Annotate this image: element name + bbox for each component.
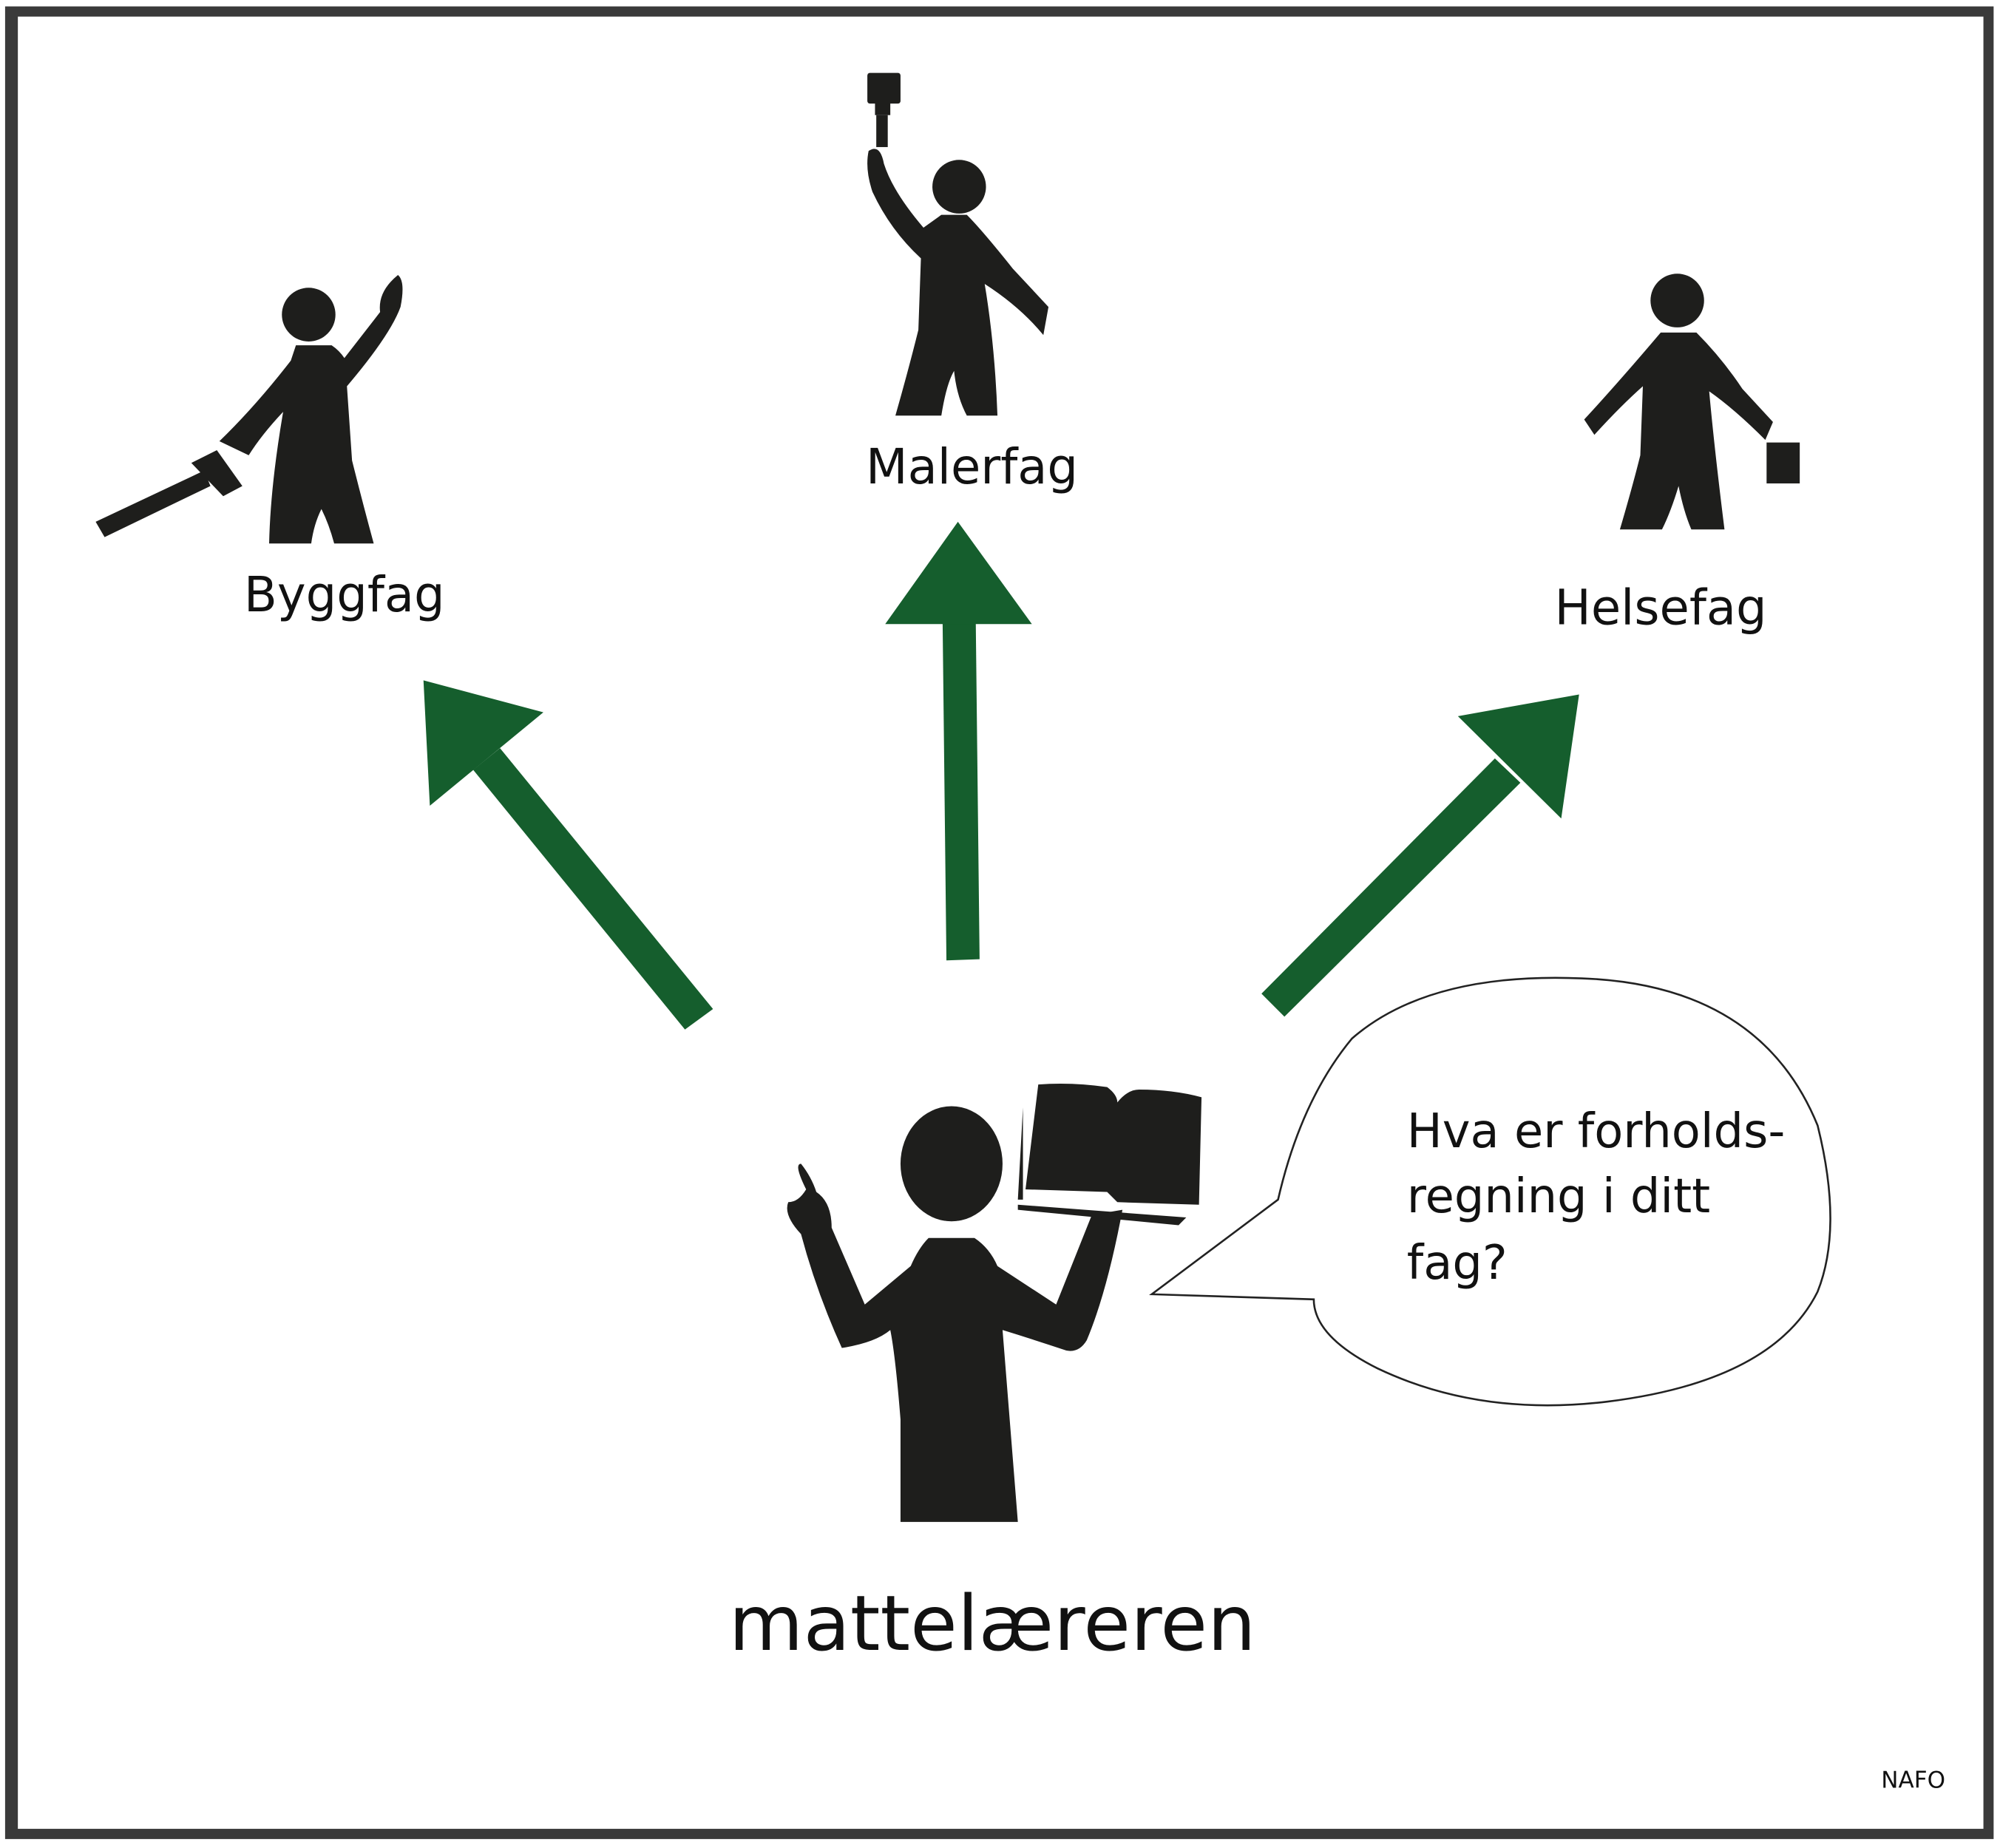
label-helsefag: Helsefag xyxy=(1555,580,1767,636)
book-icon xyxy=(1026,1083,1202,1205)
speech-line-2: regning i ditt xyxy=(1407,1169,1710,1224)
speech-line-1: Hva er forholds- xyxy=(1407,1104,1786,1159)
health-worker-figure-icon xyxy=(1584,274,1800,530)
label-malerfag: Malerfag xyxy=(866,439,1078,495)
arrow-to-malerfag xyxy=(885,521,1032,961)
arrow-to-helsefag xyxy=(1261,694,1579,1017)
arrow-to-byggfag xyxy=(423,680,713,1030)
carpenter-figure-icon xyxy=(95,274,403,544)
painter-figure-icon xyxy=(867,72,1049,416)
credit-label: NAFO xyxy=(1881,1767,1945,1794)
teacher-figure-icon xyxy=(787,1083,1202,1522)
label-byggfag: Byggfag xyxy=(244,567,445,623)
label-teacher: mattelæreren xyxy=(729,1580,1256,1668)
frame xyxy=(4,6,1994,1839)
speech-bubble xyxy=(1149,976,1831,1407)
speech-line-3: fag? xyxy=(1407,1236,1508,1291)
